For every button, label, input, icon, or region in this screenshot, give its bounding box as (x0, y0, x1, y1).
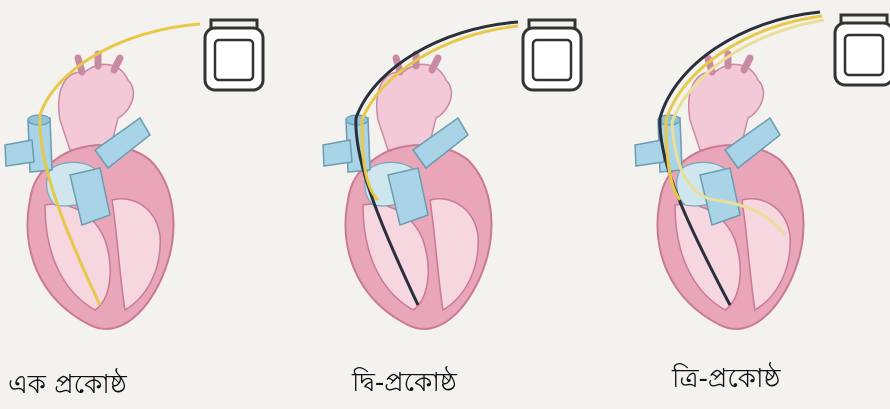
panel-single-chamber (5, 20, 263, 329)
caption-dual-chamber: দ্বি-প্রকোষ্ঠ (352, 362, 457, 406)
caption-triple-chamber: ত্রি-প্রকোষ্ঠ (672, 358, 780, 402)
pacemaker-device-icon (523, 20, 581, 90)
caption-single-chamber: এক প্রকোষ্ঠ (8, 364, 127, 408)
pacemaker-device-icon (205, 20, 263, 90)
panel-triple-chamber (635, 12, 890, 329)
panel-dual-chamber (323, 20, 581, 329)
pacemaker-diagram (0, 0, 890, 360)
pacemaker-device-icon (835, 15, 890, 85)
